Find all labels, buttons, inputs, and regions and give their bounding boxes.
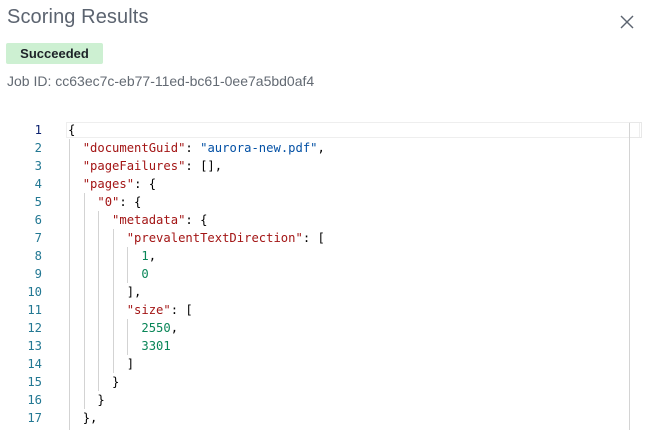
json-number: 3301 bbox=[141, 339, 171, 353]
json-number: 2550 bbox=[141, 321, 171, 335]
line-number: 15 bbox=[27, 375, 42, 389]
line-number: 10 bbox=[27, 285, 42, 299]
job-id-label: Job ID: cc63ec7c-eb77-11ed-bc61-0ee7a5bd… bbox=[7, 73, 315, 89]
line-number: 4 bbox=[34, 177, 42, 191]
json-key: "pageFailures" bbox=[82, 159, 186, 173]
json-punctuation: : [], bbox=[185, 159, 223, 173]
indent bbox=[68, 321, 141, 335]
json-punctuation: , bbox=[317, 141, 325, 155]
json-punctuation: : { bbox=[185, 213, 208, 227]
json-punctuation: ] bbox=[126, 357, 135, 371]
indent bbox=[68, 285, 127, 299]
line-number: 12 bbox=[27, 321, 42, 335]
indent bbox=[68, 249, 141, 263]
json-punctuation: : [ bbox=[302, 231, 325, 245]
status-badge: Succeeded bbox=[6, 43, 103, 64]
line-number: 6 bbox=[34, 213, 42, 227]
code-line: } bbox=[68, 391, 662, 409]
indent bbox=[68, 375, 112, 389]
indent-guide bbox=[127, 247, 128, 283]
line-number: 3 bbox=[34, 159, 42, 173]
code-line: 0 bbox=[68, 265, 662, 283]
code-line: "pageFailures": [], bbox=[68, 157, 662, 175]
indent bbox=[68, 195, 97, 209]
json-number: 1 bbox=[141, 249, 149, 263]
indent-guide bbox=[98, 211, 99, 391]
code-line: 2550, bbox=[68, 319, 662, 337]
line-number: 7 bbox=[34, 231, 42, 245]
json-punctuation: : bbox=[185, 141, 201, 155]
code-line: { bbox=[68, 121, 662, 139]
indent bbox=[68, 339, 141, 353]
json-punctuation: , bbox=[148, 249, 157, 263]
code-line: 1, bbox=[68, 247, 662, 265]
line-number: 16 bbox=[27, 393, 42, 407]
json-string: "aurora-new.pdf" bbox=[200, 141, 318, 155]
line-number: 5 bbox=[34, 195, 42, 209]
indent bbox=[68, 393, 97, 407]
page-title: Scoring Results bbox=[7, 6, 149, 28]
close-icon bbox=[620, 15, 634, 29]
indent bbox=[68, 159, 83, 173]
indent bbox=[68, 141, 83, 155]
indent-guide bbox=[127, 319, 128, 355]
json-punctuation: , bbox=[170, 321, 179, 335]
code-line: ], bbox=[68, 283, 662, 301]
overview-ruler-corner bbox=[629, 122, 642, 138]
json-key: "0" bbox=[97, 195, 120, 209]
json-key: "metadata" bbox=[112, 213, 186, 227]
vertical-scrollbar[interactable] bbox=[629, 123, 630, 430]
indent-guide bbox=[83, 193, 85, 409]
code-line: "documentGuid": "aurora-new.pdf", bbox=[68, 139, 662, 157]
current-line-highlight bbox=[66, 122, 640, 138]
json-key: "size" bbox=[126, 303, 171, 317]
code-line: ] bbox=[68, 355, 662, 373]
indent bbox=[68, 267, 141, 281]
code-line: }, bbox=[68, 409, 662, 427]
code-line: 3301 bbox=[68, 337, 662, 355]
indent bbox=[68, 303, 127, 317]
code-line: "prevalentTextDirection": [ bbox=[68, 229, 662, 247]
line-number: 9 bbox=[34, 267, 42, 281]
code-line: "size": [ bbox=[68, 301, 662, 319]
indent bbox=[68, 231, 127, 245]
line-number: 11 bbox=[27, 303, 42, 317]
indent-guide bbox=[112, 229, 114, 373]
line-number: 2 bbox=[34, 141, 42, 155]
json-punctuation: }, bbox=[82, 411, 98, 425]
line-number: 1 bbox=[34, 123, 42, 137]
json-punctuation: ], bbox=[126, 285, 142, 299]
line-number: 13 bbox=[27, 339, 42, 353]
indent bbox=[68, 177, 83, 191]
code-content[interactable]: { "documentGuid": "aurora-new.pdf", "pag… bbox=[68, 121, 662, 430]
json-punctuation: { bbox=[68, 123, 76, 137]
json-punctuation: } bbox=[97, 393, 105, 407]
close-button[interactable] bbox=[618, 13, 636, 31]
indent bbox=[68, 213, 112, 227]
line-number: 8 bbox=[34, 249, 42, 263]
code-line: "pages": { bbox=[68, 175, 662, 193]
code-line: "metadata": { bbox=[68, 211, 662, 229]
json-key: "pages" bbox=[82, 177, 135, 191]
json-key: "documentGuid" bbox=[82, 141, 186, 155]
json-punctuation: : { bbox=[134, 177, 157, 191]
line-number: 17 bbox=[27, 411, 42, 425]
line-number: 14 bbox=[27, 357, 42, 371]
indent bbox=[68, 357, 127, 371]
json-number: 0 bbox=[141, 267, 149, 281]
json-punctuation: : [ bbox=[170, 303, 193, 317]
json-key: "prevalentTextDirection" bbox=[126, 231, 303, 245]
code-line: "0": { bbox=[68, 193, 662, 211]
indent bbox=[68, 411, 83, 425]
indent-guide bbox=[69, 139, 70, 430]
code-line: } bbox=[68, 373, 662, 391]
json-punctuation: : { bbox=[119, 195, 142, 209]
json-punctuation: } bbox=[112, 375, 120, 389]
